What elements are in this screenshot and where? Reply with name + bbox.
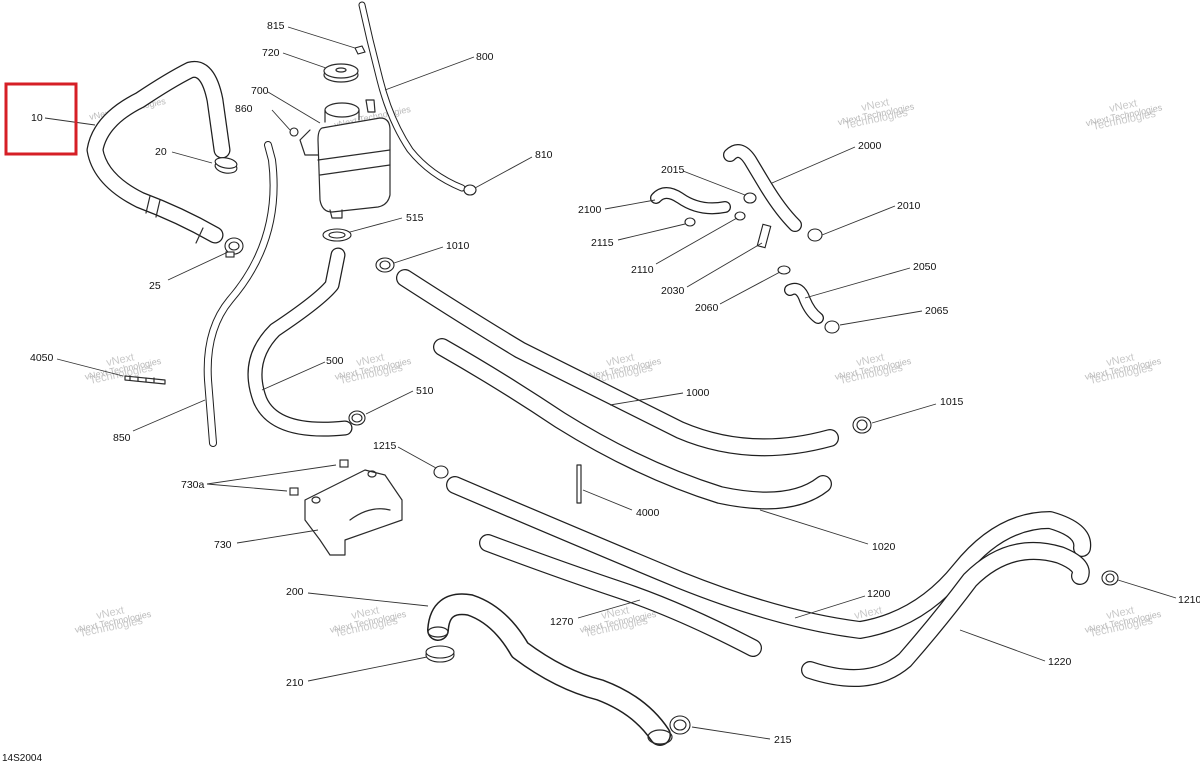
callout-4050: 4050: [30, 352, 54, 364]
part-215-clamp[interactable]: [669, 715, 691, 735]
callout-2060: 2060: [695, 302, 719, 314]
part-2015-clamp[interactable]: [743, 192, 757, 204]
watermark-text: vNext: [855, 351, 885, 369]
callout-1215: 1215: [373, 440, 397, 452]
watermark-text: vNext: [1108, 97, 1138, 115]
part-1210-clamp[interactable]: [1101, 570, 1119, 586]
callout-1010: 1010: [446, 240, 470, 252]
watermark-text: vNext: [95, 604, 125, 622]
callout-810: 810: [535, 149, 553, 161]
part-1000-hose[interactable]: [396, 269, 839, 457]
part-700-reservoir[interactable]: [299, 99, 391, 219]
watermark-text: vNext: [350, 604, 380, 622]
part-1220-hose[interactable]: [801, 541, 1090, 687]
part-2030-fitting[interactable]: [756, 223, 772, 249]
callout-20: 20: [155, 146, 167, 158]
part-20-clamp[interactable]: [214, 156, 238, 175]
part-210-clamp[interactable]: [425, 645, 455, 663]
part-515-gasket[interactable]: [322, 228, 352, 242]
callout-850: 850: [113, 432, 131, 444]
callout-1015: 1015: [940, 396, 964, 408]
part-4000-tie[interactable]: [576, 464, 582, 504]
part-1215-clamp[interactable]: [433, 465, 449, 479]
callout-730a: 730a: [181, 479, 205, 491]
part-860-fitting[interactable]: [289, 127, 299, 137]
part-2060-clamp[interactable]: [777, 265, 791, 275]
callout-1210: 1210: [1178, 594, 1200, 606]
part-510-clamp[interactable]: [348, 410, 366, 426]
callout-labels: 10 20 25 815 720 700 860 800 810 515 101…: [30, 20, 1200, 746]
part-730a-clip[interactable]: [289, 459, 349, 496]
callout-2000: 2000: [858, 140, 882, 152]
callout-2010: 2010: [897, 200, 921, 212]
diagram-id: 14S2004: [2, 753, 42, 764]
callout-4000: 4000: [636, 507, 660, 519]
callout-860: 860: [235, 103, 253, 115]
part-730-bracket[interactable]: [304, 469, 403, 556]
part-200-hose[interactable]: [427, 593, 673, 746]
callout-10: 10: [31, 112, 43, 124]
callout-1020: 1020: [872, 541, 896, 553]
watermark-text: vNext: [605, 351, 635, 369]
callout-200: 200: [286, 586, 304, 598]
callout-730: 730: [214, 539, 232, 551]
callout-510: 510: [416, 385, 434, 397]
callout-2030: 2030: [661, 285, 685, 297]
part-4050-strap[interactable]: [124, 375, 166, 385]
part-1200-hose[interactable]: [446, 476, 1092, 639]
part-2010-clamp[interactable]: [807, 228, 823, 242]
callout-25: 25: [149, 280, 161, 292]
part-720-cap[interactable]: [323, 63, 359, 83]
watermark-text: vNext: [860, 96, 890, 114]
part-1270-hose[interactable]: [479, 534, 762, 657]
callout-515: 515: [406, 212, 424, 224]
watermark-text: vNext: [1105, 351, 1135, 369]
callout-2065: 2065: [925, 305, 949, 317]
part-2115-clamp[interactable]: [684, 217, 696, 227]
part-850-hose[interactable]: [203, 141, 278, 447]
callout-720: 720: [262, 47, 280, 59]
part-2110-clamp[interactable]: [734, 211, 746, 221]
callout-2110: 2110: [631, 264, 654, 276]
part-2000-hose[interactable]: [723, 144, 802, 232]
callout-700: 700: [251, 85, 269, 97]
callout-2115: 2115: [591, 237, 614, 249]
callout-800: 800: [476, 51, 494, 63]
callout-1220: 1220: [1048, 656, 1072, 668]
callout-2100: 2100: [578, 204, 602, 216]
selection-highlight-box[interactable]: [4, 82, 78, 156]
callout-215: 215: [774, 734, 792, 746]
watermark-text: vNext: [1105, 604, 1135, 622]
leader-lines: [44, 26, 1177, 740]
part-500-hose[interactable]: [247, 247, 353, 437]
watermark-text: vNext: [600, 604, 630, 622]
watermark-text: vNext: [355, 351, 385, 369]
callout-500: 500: [326, 355, 344, 367]
callout-1200: 1200: [867, 588, 891, 600]
part-810-clamp[interactable]: [463, 184, 477, 196]
part-2050-hose[interactable]: [784, 282, 824, 324]
part-2100-hose[interactable]: [650, 187, 731, 215]
callout-2015: 2015: [661, 164, 685, 176]
callout-2050: 2050: [913, 261, 937, 273]
part-2065-clamp[interactable]: [824, 320, 840, 334]
callout-1270: 1270: [550, 616, 574, 628]
part-25-clamp[interactable]: [224, 237, 244, 258]
part-10-hose[interactable]: [86, 60, 231, 244]
part-1010-clamp[interactable]: [375, 257, 395, 273]
watermark-text: vNext: [105, 351, 135, 369]
part-800-hose[interactable]: [358, 1, 466, 192]
part-1020-hose[interactable]: [433, 338, 832, 510]
callout-210: 210: [286, 677, 304, 689]
callout-1000: 1000: [686, 387, 710, 399]
part-1015-clamp[interactable]: [852, 416, 872, 434]
callout-815: 815: [267, 20, 285, 32]
part-815-clamp[interactable]: [354, 45, 366, 55]
